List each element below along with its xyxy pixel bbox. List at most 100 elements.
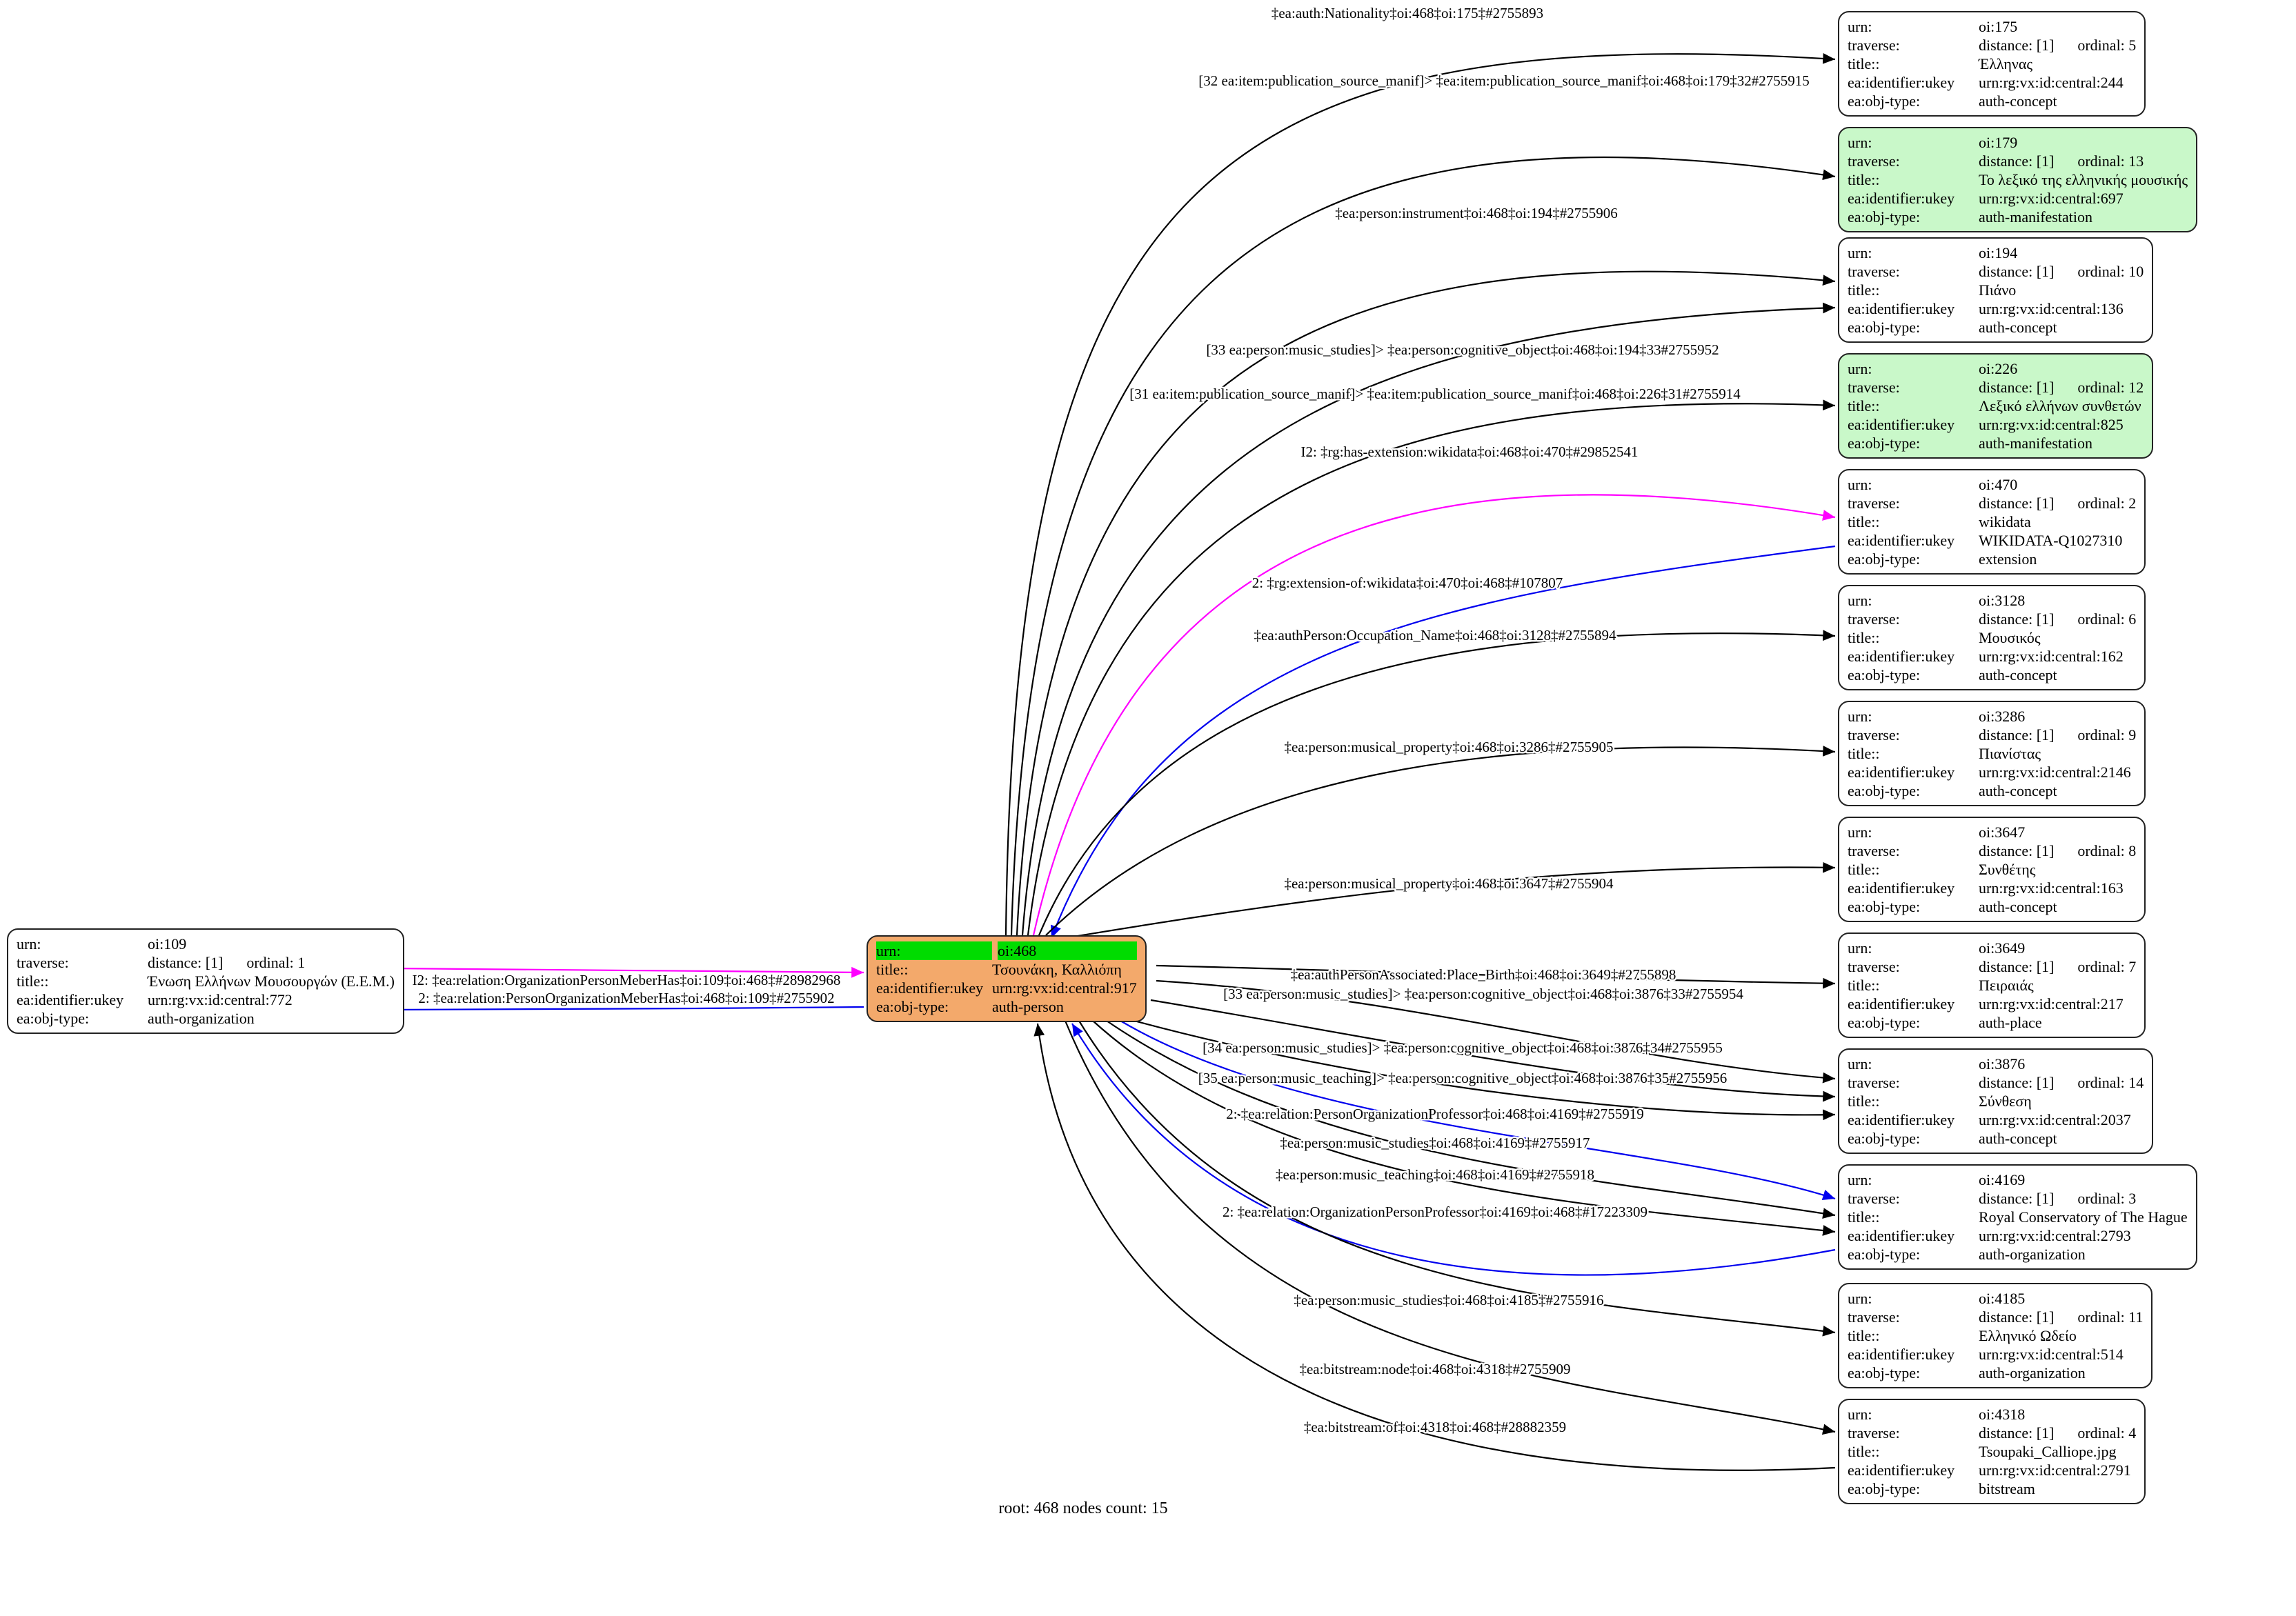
node-oi-3876[interactable]: urn:oi:3876 traverse:distance: [1]ordina… xyxy=(1838,1048,2154,1154)
node-oi-226[interactable]: urn:oi:226 traverse:distance: [1]ordinal… xyxy=(1838,353,2154,459)
edge-musical-property-3286 xyxy=(1045,746,1836,936)
field-value: Tsoupaki_Calliope.jpg xyxy=(1979,1443,2117,1460)
edge-cognitive-object-33-194 xyxy=(1021,302,1836,936)
field-value: oi:3128 xyxy=(1979,592,2026,609)
node-row: urn:oi:468 xyxy=(876,941,1137,960)
edge-publication-source-manif-31-label: [31 ea:item:publication_source_manif]> ‡… xyxy=(1129,386,1741,402)
field-value: distance: [1]ordinal: 2 xyxy=(1979,494,2136,512)
edge-bitstream-node xyxy=(1064,1020,1836,1435)
field-label: title:: xyxy=(1848,281,1880,299)
field-label: ea:identifier:ukey xyxy=(1848,190,1955,207)
node-row: title::Ένωση Ελλήνων Μουσουργών (Ε.Ε.Μ.) xyxy=(17,972,395,990)
field-label: ea:obj-type: xyxy=(1848,435,1921,452)
node-oi-3649[interactable]: urn:oi:3649 traverse:distance: [1]ordina… xyxy=(1838,932,2146,1038)
node-row: title::Πιάνο xyxy=(1848,281,2144,299)
edge-music-teaching-4169 xyxy=(1092,1020,1836,1236)
field-label: title:: xyxy=(1848,629,1880,646)
edge-musical-property-3286-label: ‡ea:person:musical_property‡oi:468‡oi:32… xyxy=(1284,739,1613,755)
field-value: distance: [1]ordinal: 9 xyxy=(1979,726,2136,744)
field-label: urn: xyxy=(1848,592,1872,609)
field-label: title:: xyxy=(1848,1327,1880,1344)
field-value: urn:rg:vx:id:central:697 xyxy=(1979,190,2124,207)
node-row: title::Tsoupaki_Calliope.jpg xyxy=(1848,1442,2136,1461)
node-row: traverse:distance: [1]ordinal: 12 xyxy=(1848,378,2144,397)
node-oi-470[interactable]: urn:oi:470 traverse:distance: [1]ordinal… xyxy=(1838,469,2146,575)
edge-person-organization-meberhas xyxy=(388,1004,864,1015)
field-value: auth-manifestation xyxy=(1979,435,2092,452)
field-value: auth-concept xyxy=(1979,1130,2057,1147)
node-oi-3647[interactable]: urn:oi:3647 traverse:distance: [1]ordina… xyxy=(1838,817,2146,922)
node-oi-4185[interactable]: urn:oi:4185 traverse:distance: [1]ordina… xyxy=(1838,1283,2153,1388)
node-row: urn:oi:4318 xyxy=(1848,1405,2136,1424)
edge-person-organization-professor-label: 2: ‡ea:relation:PersonOrganizationProfes… xyxy=(1226,1106,1644,1122)
field-label: ea:obj-type: xyxy=(1848,208,1921,226)
field-value: distance: [1]ordinal: 12 xyxy=(1979,378,2144,397)
edge-cognitive-object-35-3876 xyxy=(1134,1019,1836,1121)
traverse-ordinal: ordinal: 1 xyxy=(246,954,306,971)
field-label: title:: xyxy=(1848,1208,1880,1226)
node-oi-109[interactable]: urn:oi:109 traverse:distance: [1]ordinal… xyxy=(7,928,404,1034)
node-oi-175[interactable]: urn:oi:175 traverse:distance: [1]ordinal… xyxy=(1838,11,2146,117)
node-row: traverse: distance: [1]ordinal: 3 xyxy=(1848,1189,2188,1208)
edge-person-instrument-label: ‡ea:person:instrument‡oi:468‡oi:194‡#275… xyxy=(1335,205,1617,221)
field-label: urn: xyxy=(17,935,41,952)
field-label: urn: xyxy=(1848,1055,1872,1073)
traverse-distance: distance: [1] xyxy=(1979,1308,2055,1326)
field-label: title:: xyxy=(17,972,49,990)
node-row: ea:obj-type: auth-manifestation xyxy=(1848,434,2144,452)
field-value: oi:226 xyxy=(1979,360,2018,377)
node-row: traverse:distance: [1]ordinal: 8 xyxy=(1848,841,2136,860)
traverse-ordinal: ordinal: 9 xyxy=(2077,726,2137,744)
traverse-distance: distance: [1] xyxy=(1979,495,2055,512)
edge-extension-of-wikidata xyxy=(1050,545,1836,939)
node-oi-3286[interactable]: urn:oi:3286 traverse:distance: [1]ordina… xyxy=(1838,701,2146,806)
field-label: title:: xyxy=(1848,397,1880,415)
field-label: traverse: xyxy=(1848,1190,1900,1207)
field-label: ea:obj-type: xyxy=(1848,1014,1921,1031)
field-value: distance: [1]ordinal: 3 xyxy=(1979,1189,2188,1208)
field-label: ea:obj-type: xyxy=(1848,319,1921,336)
field-label: ea:identifier:ukey xyxy=(1848,300,1955,317)
field-label: urn: xyxy=(1848,244,1872,261)
node-row: urn: oi:3128 xyxy=(1848,591,2136,610)
field-value: oi:109 xyxy=(148,935,187,952)
node-row: ea:obj-type:auth-organization xyxy=(1848,1245,2188,1264)
node-row: traverse:distance: [1]ordinal: 5 xyxy=(1848,36,2136,54)
field-label: ea:obj-type: xyxy=(1848,1480,1921,1497)
edge-music-studies-4169 xyxy=(1106,1020,1836,1219)
edge-cognitive-object-33-3876-label: [33 ea:person:music_studies]> ‡ea:person… xyxy=(1223,986,1743,1002)
field-label: urn: xyxy=(1848,134,1872,151)
node-row: traverse:distance: [1]ordinal: 14 xyxy=(1848,1073,2144,1092)
field-label: traverse: xyxy=(1848,1308,1900,1326)
node-row: title::Πειραιάς xyxy=(1848,976,2136,995)
node-oi-4318[interactable]: urn:oi:4318 traverse:distance: [1]ordina… xyxy=(1838,1399,2146,1504)
field-label: urn: xyxy=(1848,824,1872,841)
field-value: Σύνθεση xyxy=(1979,1093,2032,1110)
field-label: traverse: xyxy=(1848,726,1900,744)
node-oi-4169[interactable]: urn:oi:4169 traverse:distance: [1]ordina… xyxy=(1838,1164,2197,1270)
field-value: auth-concept xyxy=(1979,319,2057,336)
edge-organization-person-meberhas-label: I2: ‡ea:relation:OrganizationPersonMeber… xyxy=(413,972,841,988)
field-value: distance: [1]ordinal: 13 xyxy=(1979,152,2188,170)
field-value: Έλληνας xyxy=(1979,55,2033,72)
field-value: Πιάνο xyxy=(1979,281,2017,299)
node-oi-179[interactable]: urn:oi:179 traverse:distance: [1]ordinal… xyxy=(1838,127,2198,232)
edge-occupation-name xyxy=(1038,630,1836,936)
field-value: urn:rg:vx:id:central:2146 xyxy=(1979,764,2131,781)
field-label: ea:identifier:ukey xyxy=(1848,532,1955,549)
node-row: title::wikidata xyxy=(1848,512,2136,531)
traverse-ordinal: ordinal: 6 xyxy=(2077,610,2137,628)
field-value: oi:4318 xyxy=(1979,1406,2026,1423)
edge-publication-source-manif-32 xyxy=(1010,156,1836,936)
node-oi-194[interactable]: urn:oi:194 traverse:distance: [1]ordinal… xyxy=(1838,237,2154,343)
field-value: auth-manifestation xyxy=(1979,208,2092,226)
field-value: oi:470 xyxy=(1979,476,2018,493)
field-label: title:: xyxy=(1848,513,1880,530)
node-oi-3128[interactable]: urn:oi:3128 traverse:distance: [1]ordina… xyxy=(1838,585,2146,690)
node-oi-468-root[interactable]: urn:oi:468 title::Τσουνάκη, Καλλιόπη ea:… xyxy=(867,935,1147,1022)
field-label: ea:identifier:ukey xyxy=(1848,995,1955,1013)
field-label: title:: xyxy=(1848,55,1880,72)
